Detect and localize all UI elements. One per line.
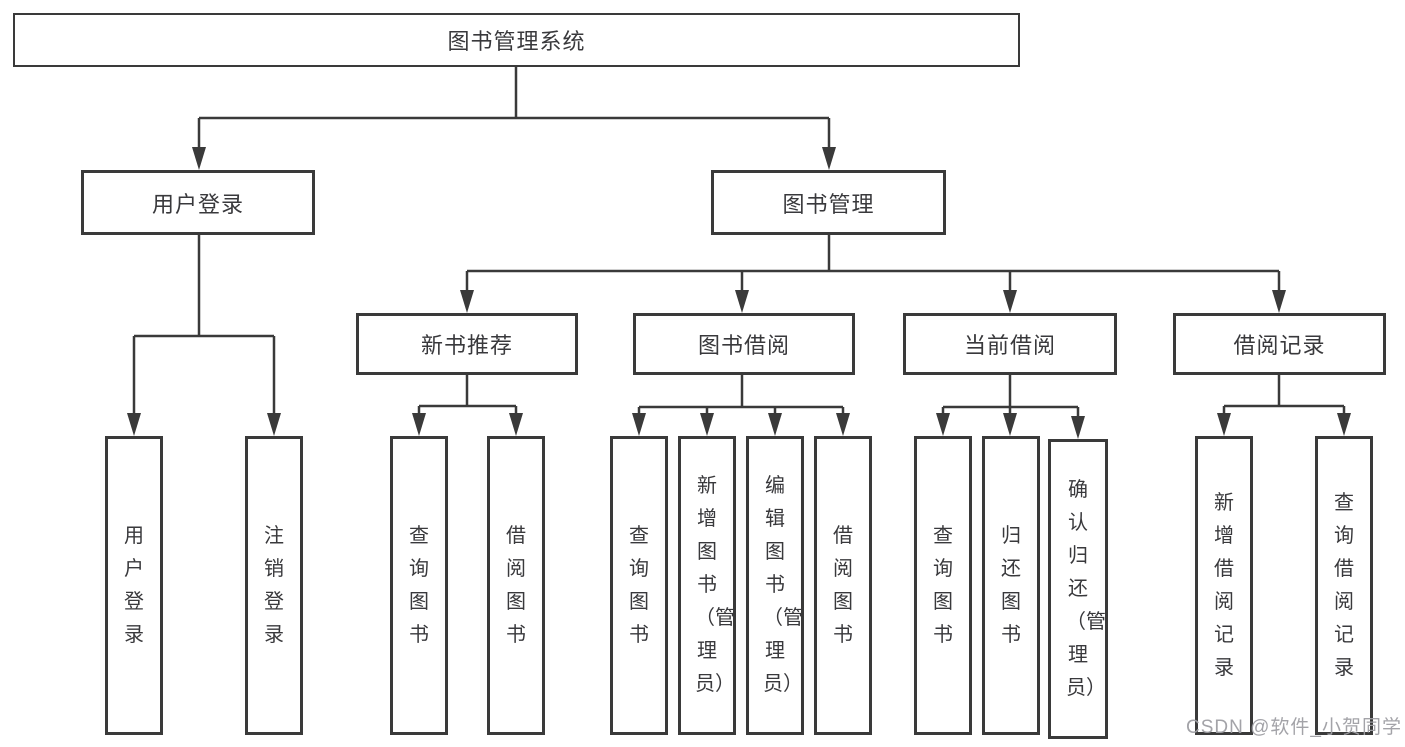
leaf-query-borrow-record: 查询借阅记录 <box>1315 436 1373 735</box>
node-book-management: 图书管理 <box>711 170 946 235</box>
leaf-add-borrow-record-label: 新增借阅记录 <box>1214 491 1234 679</box>
leaf-add-book-admin-label: 新增图书（管理员） <box>695 475 735 695</box>
leaf-borrow-books-recommend-label: 借阅图书 <box>506 524 526 646</box>
leaf-user-login: 用户登录 <box>105 436 163 735</box>
leaf-edit-book-admin: 编辑图书（管理员） <box>746 436 804 735</box>
leaf-edit-book-admin-label: 编辑图书（管理员） <box>763 475 803 695</box>
leaf-query-borrow-record-label: 查询借阅记录 <box>1334 491 1354 679</box>
leaf-confirm-return-admin: 确认归还（管理员） <box>1048 439 1108 739</box>
node-user-login: 用户登录 <box>81 170 315 235</box>
leaf-add-book-admin: 新增图书（管理员） <box>678 436 736 735</box>
arrowheads <box>127 147 1351 439</box>
node-new-book-recommend-label: 新书推荐 <box>420 333 513 358</box>
leaf-logout: 注销登录 <box>245 436 303 735</box>
node-book-borrowing: 图书借阅 <box>633 313 855 375</box>
leaf-user-login-label: 用户登录 <box>124 524 144 646</box>
leaf-return-books: 归还图书 <box>982 436 1040 735</box>
node-borrowing-records: 借阅记录 <box>1173 313 1386 375</box>
leaf-return-books-label: 归还图书 <box>1001 524 1021 646</box>
leaf-query-books-current-label: 查询图书 <box>933 524 953 646</box>
node-root-system-label: 图书管理系统 <box>447 29 586 54</box>
node-current-borrowing: 当前借阅 <box>903 313 1117 375</box>
leaf-query-books-recommend-label: 查询图书 <box>409 524 429 646</box>
leaf-query-books-borrowing-label: 查询图书 <box>629 524 649 646</box>
leaf-logout-label: 注销登录 <box>264 524 284 646</box>
node-book-management-label: 图书管理 <box>782 191 875 217</box>
leaf-borrow-books-recommend: 借阅图书 <box>487 436 545 735</box>
leaf-query-books-borrowing: 查询图书 <box>610 436 668 735</box>
leaf-add-borrow-record: 新增借阅记录 <box>1195 436 1253 735</box>
node-current-borrowing-label: 当前借阅 <box>963 333 1056 358</box>
leaf-query-books-current: 查询图书 <box>914 436 972 735</box>
leaf-query-books-recommend: 查询图书 <box>390 436 448 735</box>
leaf-confirm-return-admin-label: 确认归还（管理员） <box>1066 478 1106 699</box>
leaf-borrow-books-borrowing: 借阅图书 <box>814 436 872 735</box>
node-root-system: 图书管理系统 <box>13 13 1020 67</box>
leaf-borrow-books-borrowing-label: 借阅图书 <box>833 524 853 646</box>
node-new-book-recommend: 新书推荐 <box>356 313 578 375</box>
node-user-login-label: 用户登录 <box>151 191 244 217</box>
node-book-borrowing-label: 图书借阅 <box>697 333 790 358</box>
node-borrowing-records-label: 借阅记录 <box>1233 333 1326 358</box>
csdn-watermark: CSDN @软件_小贺同学 <box>1186 717 1402 738</box>
